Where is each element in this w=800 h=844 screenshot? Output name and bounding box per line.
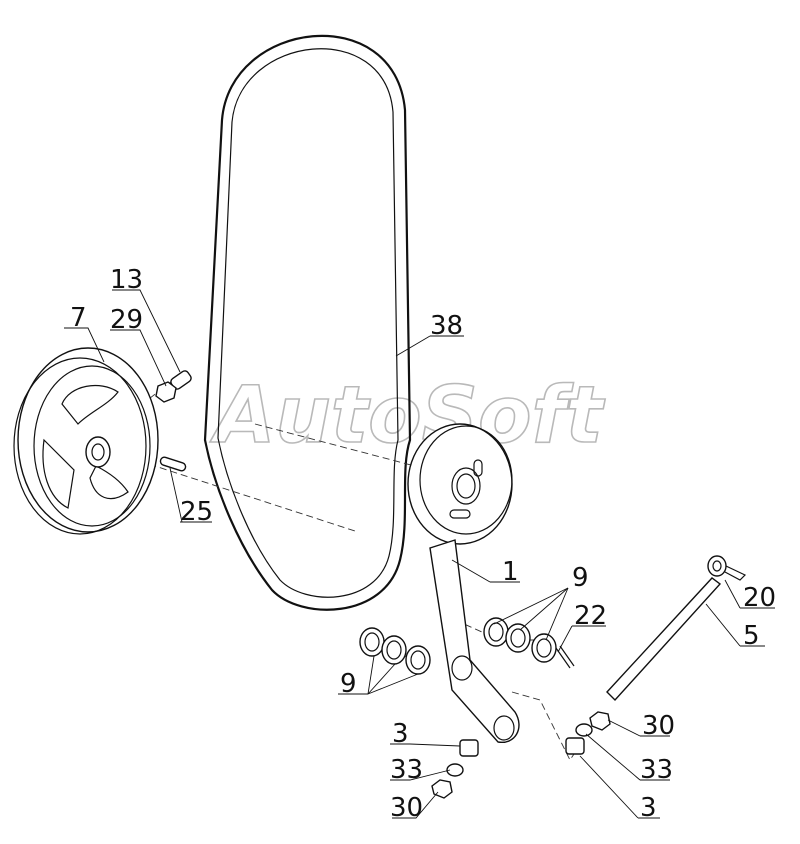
- callout-3-right: 3: [640, 793, 657, 823]
- callout-13: 13: [110, 265, 143, 295]
- callout-5: 5: [743, 621, 760, 651]
- belt-part: [203, 34, 412, 611]
- lower-fasteners: [431, 711, 611, 799]
- callout-29: 29: [110, 305, 143, 335]
- tensioner-pulley-part: [407, 423, 513, 545]
- callout-1: 1: [502, 557, 519, 587]
- washers-left: [359, 627, 431, 675]
- callout-38: 38: [430, 311, 463, 341]
- tensioner-arm-part: [429, 539, 520, 743]
- callout-7: 7: [70, 303, 87, 333]
- callout-33-right: 33: [640, 755, 673, 785]
- drive-pulley-part: [13, 347, 159, 535]
- callout-30-left: 30: [390, 793, 423, 823]
- callout-labels: 7 13 29 25 38 1 9 22 9 20 5 3 33 30 30 3…: [70, 265, 776, 823]
- callout-20: 20: [743, 583, 776, 613]
- small-fasteners: [155, 370, 192, 472]
- cotter-pin-part: [555, 645, 575, 669]
- callout-33-left: 33: [390, 755, 423, 785]
- callout-9-right: 9: [572, 563, 589, 593]
- callout-22: 22: [574, 601, 607, 631]
- callout-25: 25: [180, 497, 213, 527]
- tension-rod-part: [606, 555, 747, 702]
- callout-3-left: 3: [392, 719, 409, 749]
- callout-30-right: 30: [642, 711, 675, 741]
- callout-9-left: 9: [340, 669, 357, 699]
- washers-right: [483, 617, 557, 663]
- leader-lines: [64, 289, 775, 819]
